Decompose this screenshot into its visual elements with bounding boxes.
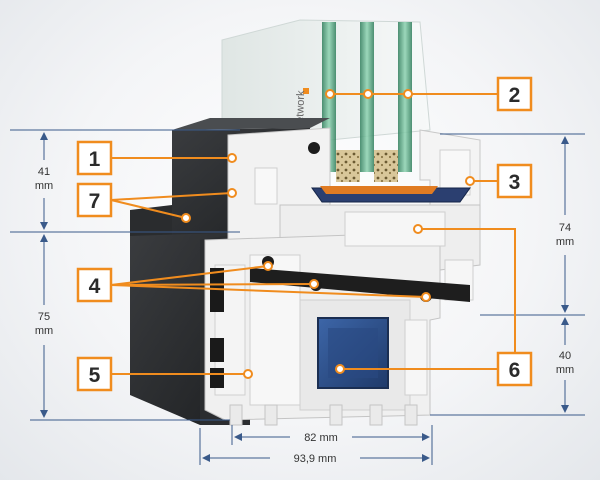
dim-right-bottom-value: 40 — [559, 350, 571, 362]
dim-left-bottom-value: 75 — [38, 311, 50, 323]
callout-5-label: 5 — [89, 364, 101, 387]
callout-1-label: 1 — [89, 148, 101, 171]
brand-logo-mark — [303, 88, 309, 94]
dim-left-top-value: 41 — [38, 166, 50, 178]
callout-dots — [181, 89, 475, 379]
callout-6-label: 6 — [509, 359, 521, 382]
central-gasket-band — [250, 268, 470, 302]
callout-2-label: 2 — [509, 84, 521, 107]
warm-edge-spacer — [320, 186, 438, 194]
desiccant-spacer-left — [336, 150, 360, 182]
frame-gasket-b — [210, 292, 224, 312]
brand-logo-text: tetwork — [294, 90, 307, 126]
dim-right-top-unit: mm — [556, 236, 574, 248]
callout-6: 6 — [496, 351, 533, 387]
callout-5: 5 — [76, 356, 113, 392]
callout-3-label: 3 — [509, 171, 521, 194]
dim-right-bottom-unit: mm — [556, 364, 574, 376]
callout-7: 7 — [76, 182, 113, 218]
desiccant-spacer-right — [374, 150, 398, 182]
callout-4-label: 4 — [89, 275, 101, 298]
dim-left-bottom-unit: mm — [35, 325, 53, 337]
callout-4: 4 — [76, 267, 113, 303]
brand-logo: tetwork — [294, 88, 309, 126]
callout-3: 3 — [496, 163, 533, 199]
callout-1: 1 — [76, 140, 113, 176]
frame-gasket-c — [210, 338, 224, 362]
dimension-arrows — [40, 132, 569, 462]
frame-gasket-d — [210, 368, 224, 388]
dim-width-outer: 93,9 mm — [294, 453, 337, 465]
dim-left-top-unit: mm — [35, 180, 53, 192]
callout-leaders — [110, 93, 516, 375]
callout-7-label: 7 — [89, 190, 101, 213]
callout-2: 2 — [496, 76, 533, 112]
gasket-glass-top — [308, 142, 320, 154]
dim-right-top-value: 74 — [559, 222, 571, 234]
dim-width-inner: 82 mm — [304, 432, 338, 444]
frame-gasket-a — [210, 268, 224, 292]
